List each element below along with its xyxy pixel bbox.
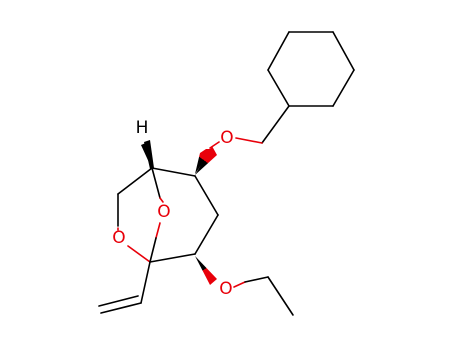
bond (151, 167, 161, 199)
bond (209, 141, 220, 149)
wedge-bond (141, 142, 152, 169)
bond (117, 167, 153, 195)
bond (267, 69, 290, 107)
oxygen-atom-bridge: O (157, 202, 170, 222)
cyclohexane-ring (267, 31, 355, 107)
bond (100, 302, 142, 314)
bond (149, 237, 157, 263)
hydrogen-atom: H (136, 118, 149, 138)
wedge-bond (195, 146, 217, 175)
bond (98, 295, 139, 307)
oxygen-atom-ring: O (112, 228, 125, 248)
bond (332, 69, 355, 107)
bond (261, 105, 290, 144)
oxygen-atom-top: O (220, 128, 233, 148)
bond (149, 253, 196, 263)
bond (233, 281, 246, 288)
bond (235, 137, 263, 144)
bond (127, 245, 151, 263)
bond (194, 175, 219, 216)
bond (159, 197, 164, 203)
bond (332, 31, 355, 71)
bond (140, 261, 151, 304)
bond (267, 276, 294, 316)
bond (151, 167, 196, 177)
bond (155, 222, 161, 239)
oxygen-atom-bottom: O (219, 279, 232, 299)
bond (267, 31, 290, 71)
wedge-bond (195, 256, 217, 285)
bond (244, 276, 269, 283)
bond (194, 214, 219, 255)
